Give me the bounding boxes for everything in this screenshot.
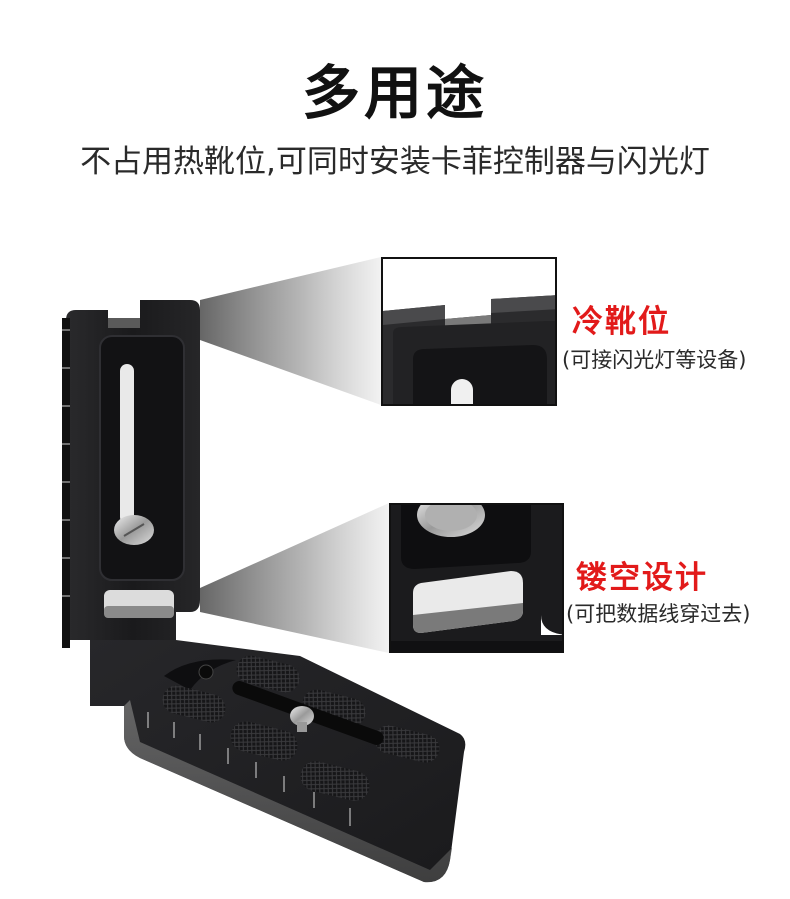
hollow-closeup-image bbox=[391, 505, 562, 651]
callout-beam-bottom bbox=[200, 503, 389, 653]
feature-title-hollow-design: 镂空设计 bbox=[576, 560, 708, 596]
detail-hollow-design bbox=[389, 503, 564, 653]
callout-beam-top bbox=[200, 257, 381, 405]
page-title: 多用途 bbox=[301, 59, 488, 127]
cold-shoe-closeup-image bbox=[383, 259, 555, 404]
detail-cold-shoe bbox=[381, 257, 557, 406]
feature-note-hollow-design: (可把数据线穿过去) bbox=[566, 602, 751, 626]
feature-title-cold-shoe: 冷靴位 bbox=[572, 304, 671, 340]
page-subtitle: 不占用热靴位,可同时安装卡菲控制器与闪光灯 bbox=[80, 144, 710, 180]
feature-note-cold-shoe: (可接闪光灯等设备) bbox=[562, 348, 747, 372]
